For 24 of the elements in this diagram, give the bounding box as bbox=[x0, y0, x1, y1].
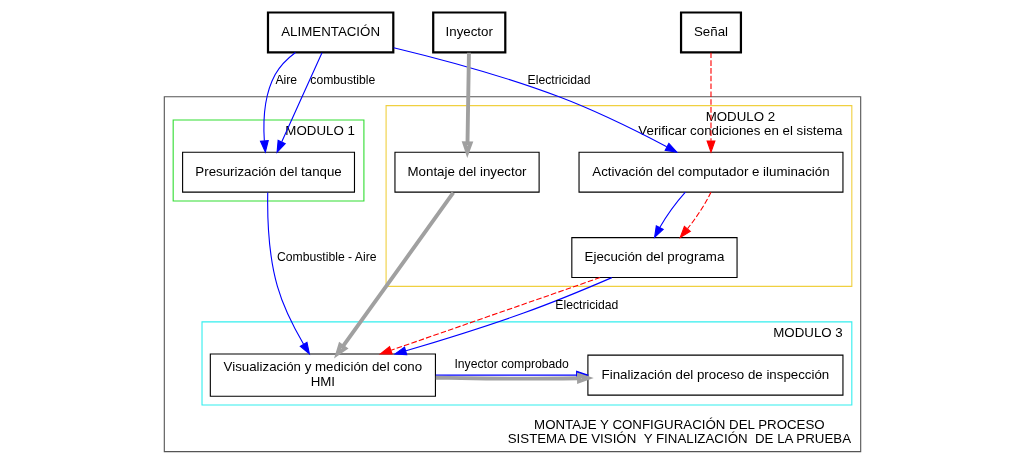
node-box: Finalización del proceso de inspección bbox=[587, 354, 844, 396]
edge-label: combustible bbox=[310, 73, 376, 88]
edge-label: Electricidad bbox=[527, 73, 591, 88]
edge-label: Combustible - Aire bbox=[276, 249, 377, 264]
node-box: ALIMENTACIÓN bbox=[266, 11, 395, 54]
arrow bbox=[461, 52, 474, 158]
node-box: Presurización del tanque bbox=[182, 151, 356, 193]
arrow bbox=[267, 191, 311, 356]
node-box: Visualización y medición del cono HMI bbox=[209, 353, 436, 397]
arrow bbox=[393, 47, 679, 153]
edge-label: Inyector comprobado bbox=[454, 357, 569, 372]
arrow bbox=[679, 191, 712, 239]
arrow bbox=[259, 51, 296, 154]
node-box: Inyector bbox=[432, 11, 507, 54]
arrow bbox=[706, 52, 716, 154]
arrow bbox=[276, 52, 323, 154]
arrow bbox=[334, 191, 455, 359]
node-box: Señal bbox=[679, 11, 743, 54]
edge-label: Electricidad bbox=[555, 298, 619, 313]
node-box: Montaje del inyector bbox=[394, 151, 540, 193]
arrow bbox=[653, 191, 686, 239]
node-box: Activación del computador e iluminación bbox=[578, 151, 844, 193]
node-box: Ejecución del programa bbox=[571, 237, 738, 279]
edge-label: Aire bbox=[275, 73, 298, 88]
